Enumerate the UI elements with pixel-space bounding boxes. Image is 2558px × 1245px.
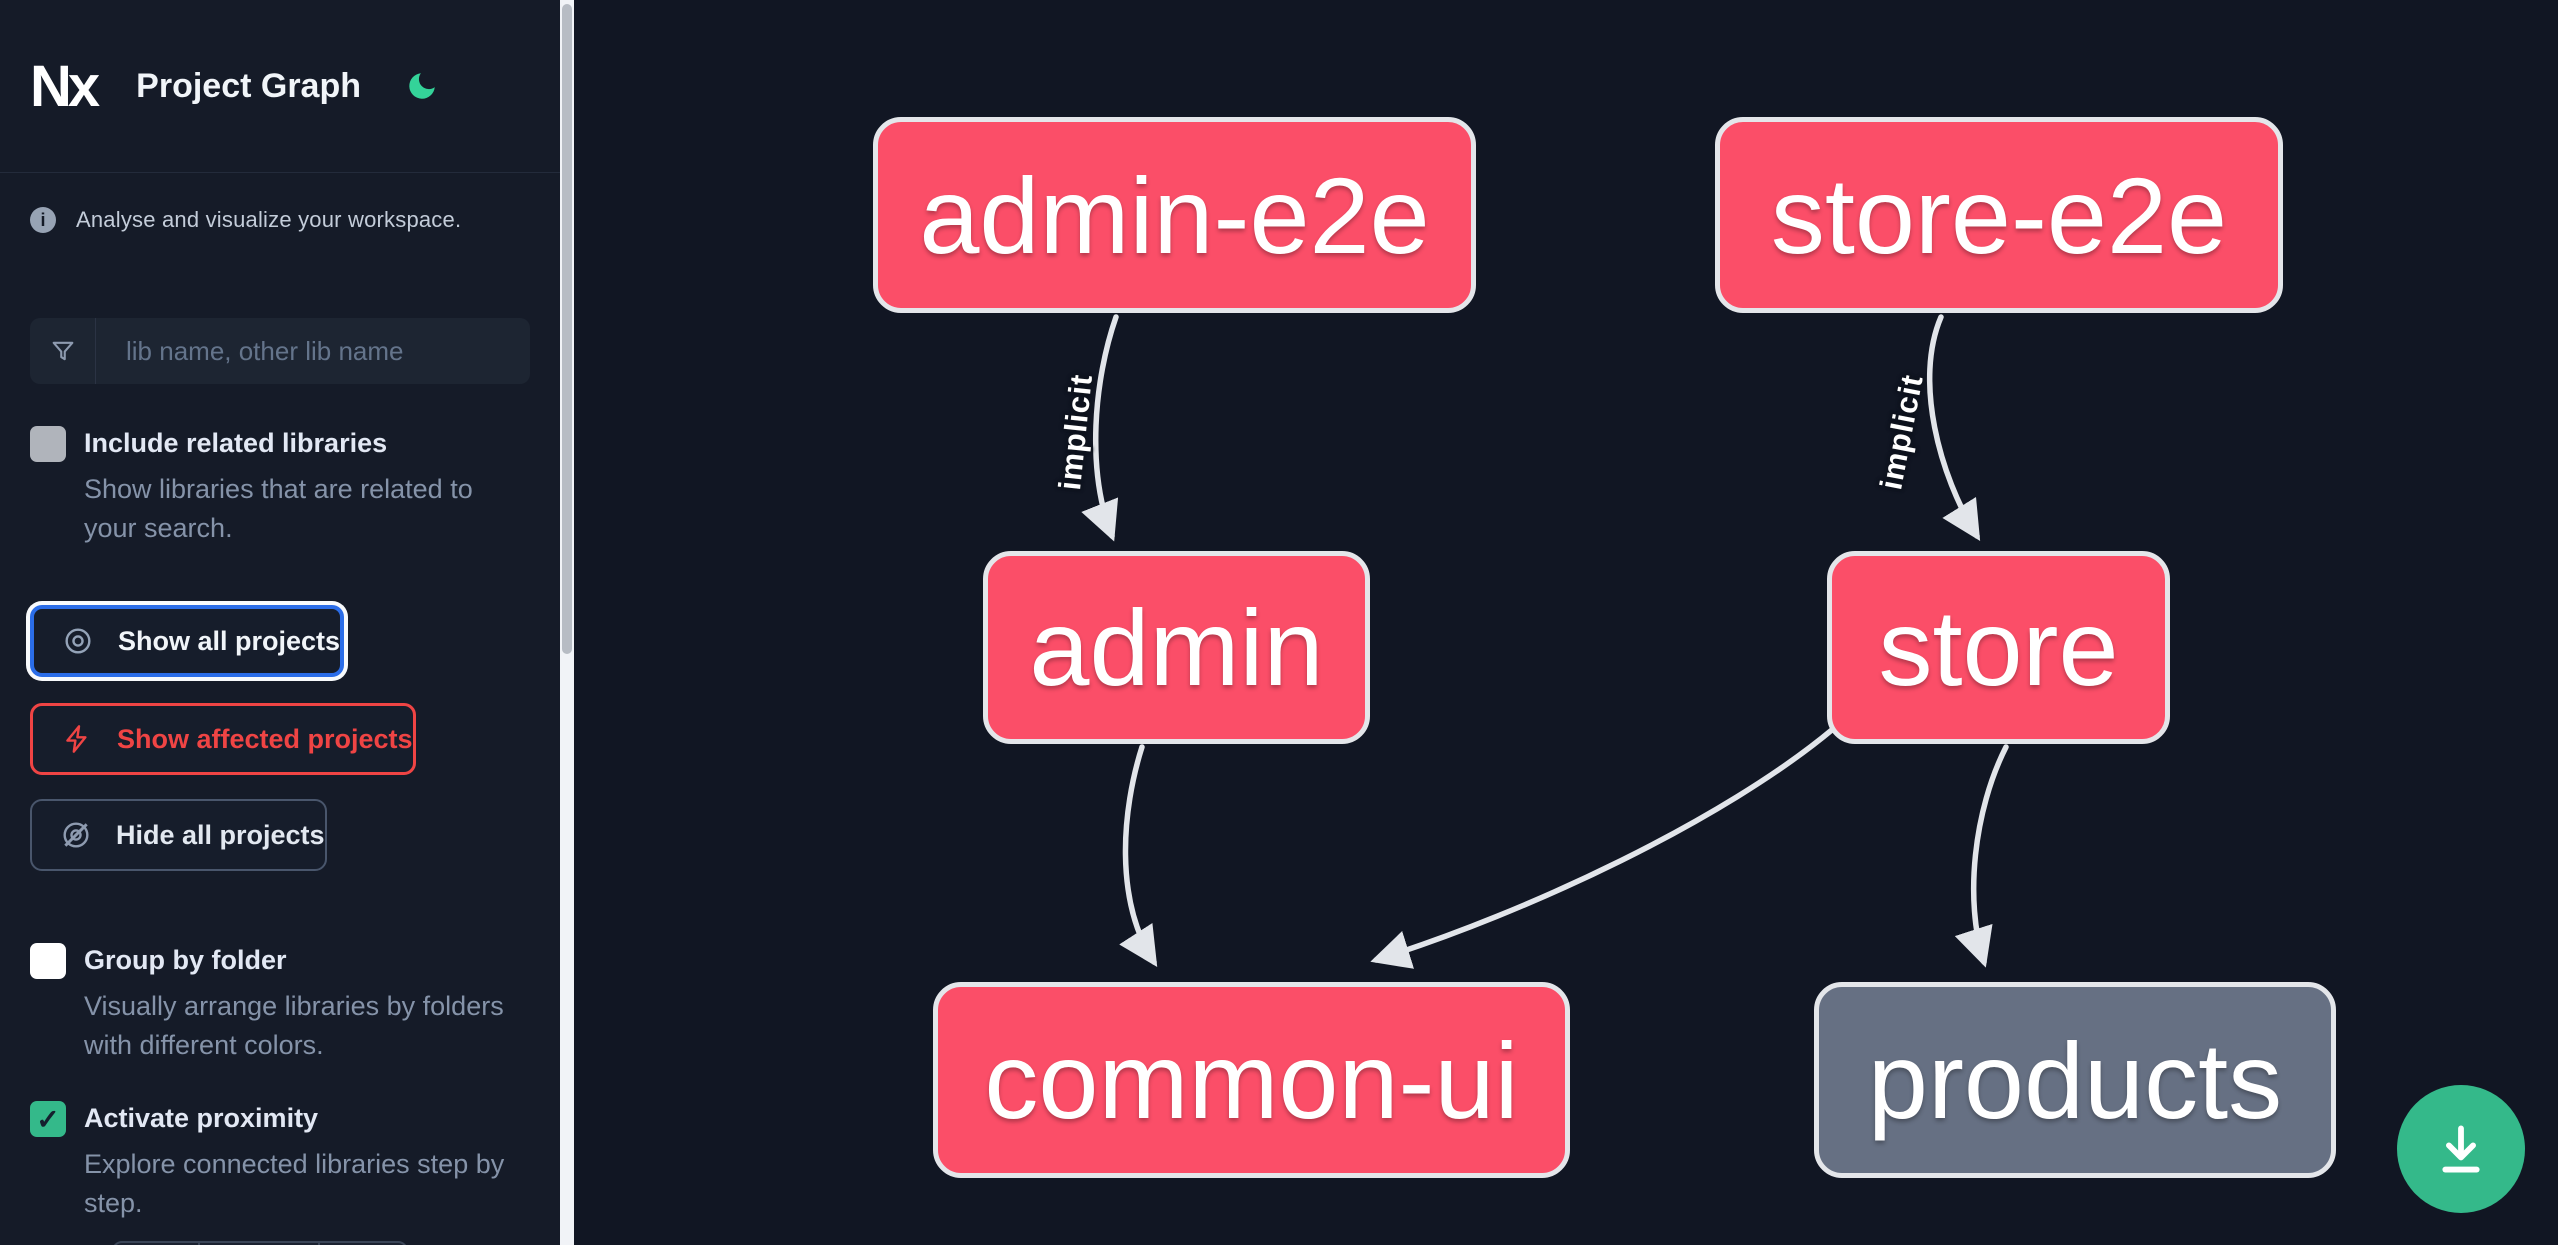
search-box [30, 318, 530, 384]
edge-store-to-products[interactable] [1954, 744, 2009, 968]
node-admin-e2e[interactable]: admin-e2e [873, 117, 1476, 313]
tagline-text: Analyse and visualize your workspace. [76, 207, 462, 232]
node-store-e2e[interactable]: store-e2e [1715, 117, 2283, 313]
checkbox-description: Show libraries that are related to your … [84, 474, 473, 543]
funnel-icon [30, 318, 96, 384]
button-label: Hide all projects [116, 819, 325, 850]
eye-icon [65, 628, 91, 654]
sidebar-scrollbar-thumb[interactable] [562, 4, 572, 654]
graph-canvas[interactable]: implicit implicit admin-e2e store-e2e ad… [574, 0, 2558, 1245]
button-label: Show all projects [118, 625, 341, 656]
page-title: Project Graph [136, 66, 361, 105]
sidebar: Nx Project Graph i Analyse and visualize… [0, 0, 560, 1245]
show-affected-projects-button[interactable]: Show affected projects [30, 703, 416, 775]
proximity-decrement-segment[interactable] [114, 1243, 200, 1245]
group-by-folder-checkbox-row: Group by folder Visually arrange librari… [0, 942, 560, 1065]
edge-admin-e2e-to-admin[interactable] [1081, 314, 1119, 542]
checkbox-label: Group by folder [84, 945, 287, 975]
bolt-icon [66, 725, 87, 753]
nx-logo: Nx [30, 53, 100, 119]
edge-store-to-common-ui[interactable] [1370, 726, 1836, 969]
proximity-value-segment [200, 1243, 320, 1245]
edge-store-e2e-to-store[interactable] [1926, 314, 1981, 542]
button-label: Show affected projects [117, 723, 413, 754]
activate-proximity-checkbox[interactable]: ✓ [30, 1101, 66, 1137]
node-admin[interactable]: admin [983, 551, 1370, 744]
graph-edges [1081, 314, 2009, 969]
group-by-folder-checkbox[interactable] [30, 943, 66, 979]
node-products[interactable]: products [1814, 982, 2336, 1178]
show-all-projects-button[interactable]: Show all projects [30, 605, 345, 677]
workspace-tagline: i Analyse and visualize your workspace. [0, 205, 560, 235]
sidebar-header: Nx Project Graph [0, 0, 560, 173]
search-input[interactable] [96, 318, 530, 384]
download-icon [2442, 1125, 2480, 1173]
info-icon: i [30, 207, 56, 233]
node-common-ui[interactable]: common-ui [933, 982, 1570, 1178]
download-image-button[interactable] [2397, 1085, 2525, 1213]
sidebar-scrollbar-track[interactable] [560, 0, 574, 1245]
activate-proximity-checkbox-row: ✓ Activate proximity Explore connected l… [0, 1100, 560, 1223]
include-related-checkbox-row: Include related libraries Show libraries… [0, 425, 560, 548]
hide-all-projects-button[interactable]: Hide all projects [30, 799, 327, 871]
moon-icon[interactable] [405, 69, 439, 103]
checkbox-description: Explore connected libraries step by step… [84, 1149, 505, 1218]
node-store[interactable]: store [1827, 551, 2170, 744]
include-related-checkbox[interactable] [30, 426, 66, 462]
checkbox-label: Include related libraries [84, 428, 388, 458]
edge-admin-to-common-ui[interactable] [1119, 744, 1158, 967]
checkbox-label: Activate proximity [84, 1103, 319, 1133]
eye-off-icon [63, 822, 89, 848]
proximity-depth-control[interactable] [112, 1241, 408, 1245]
checkbox-description: Visually arrange libraries by folders wi… [84, 991, 504, 1060]
